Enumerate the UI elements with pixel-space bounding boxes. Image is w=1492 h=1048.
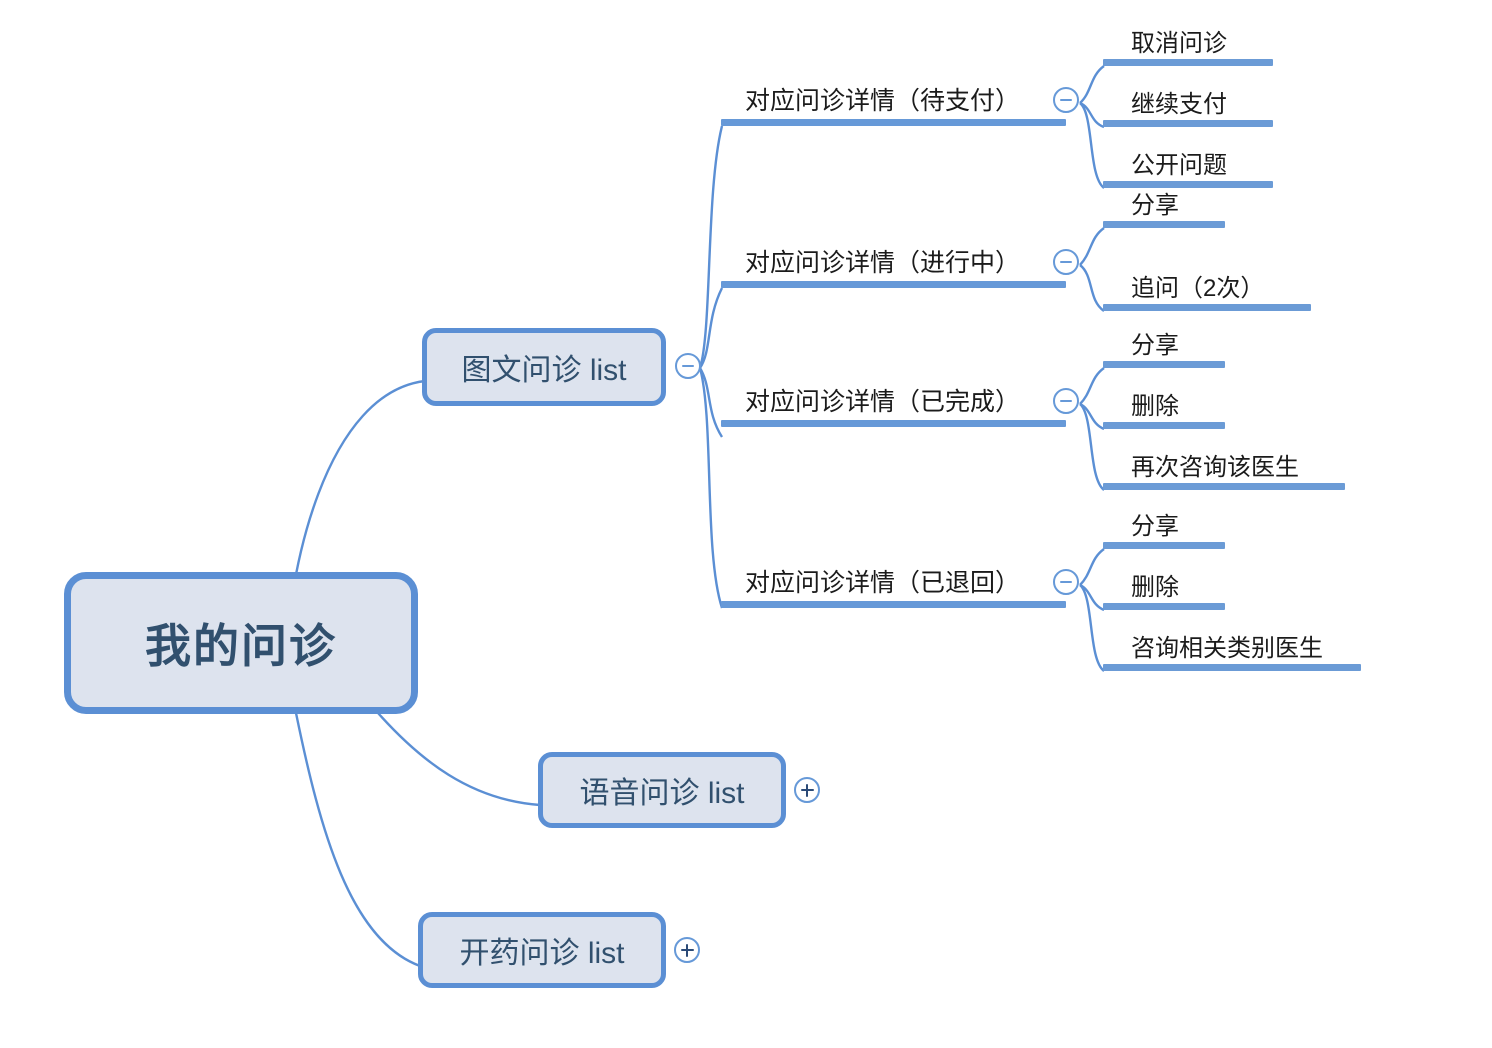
leaf-node-label: 删除	[1131, 393, 1179, 420]
leaf-node-label: 删除	[1131, 574, 1179, 601]
node-underline	[1103, 483, 1345, 490]
leaf-node-label: 取消问诊	[1131, 30, 1227, 57]
edge-yiwancheng-to-shanchu	[1079, 402, 1105, 431]
branch-node-yuyin[interactable]: 语音问诊 list	[538, 752, 786, 828]
circle-minus-icon-daizhifu[interactable]	[1053, 87, 1079, 113]
leaf-node-zixun-xiangguan[interactable]: 咨询相关类别医生	[1103, 625, 1361, 671]
node-underline	[721, 119, 1066, 126]
edge-yituihui-to-zixun	[1079, 584, 1105, 672]
node-underline	[1103, 603, 1225, 610]
edge-root-to-kaiyao	[294, 712, 421, 968]
leaf-node-zaici-zixun[interactable]: 再次咨询该医生	[1103, 444, 1345, 490]
leaf-node-zhuiwen[interactable]: 追问（2次）	[1103, 265, 1311, 311]
circle-plus-icon-yuyin[interactable]	[794, 777, 820, 803]
branch-node-kaiyao-label: 开药问诊 list	[459, 937, 625, 970]
leaf-node-label: 咨询相关类别医生	[1131, 635, 1323, 662]
subbranch-node-daizhifu-label: 对应问诊详情（待支付）	[745, 87, 1021, 115]
branch-node-kaiyao[interactable]: 开药问诊 list	[418, 912, 666, 988]
subbranch-node-jinxingzhong[interactable]: 对应问诊详情（进行中）	[721, 242, 1066, 288]
node-underline	[1103, 59, 1273, 66]
leaf-node-fenxiang-jinxing[interactable]: 分享	[1103, 182, 1225, 228]
leaf-node-gongkai-wenti[interactable]: 公开问题	[1103, 142, 1273, 188]
leaf-node-label: 分享	[1131, 332, 1179, 359]
edge-tuwen-to-yiwancheng	[698, 367, 724, 438]
circle-minus-icon-yituihui[interactable]	[1053, 569, 1079, 595]
node-underline	[1103, 422, 1225, 429]
circle-minus-icon-yiwancheng[interactable]	[1053, 388, 1079, 414]
leaf-node-label: 分享	[1131, 192, 1179, 219]
leaf-node-shanchu-tuihui[interactable]: 删除	[1103, 564, 1225, 610]
leaf-node-label: 分享	[1131, 513, 1179, 540]
minus-glyph	[682, 364, 694, 368]
circle-minus-icon-jinxingzhong[interactable]	[1053, 249, 1079, 275]
edge-daizhifu-to-quxiao	[1079, 65, 1105, 104]
edge-yiwancheng-to-zaici	[1079, 403, 1105, 491]
leaf-node-fenxiang-tuihui[interactable]: 分享	[1103, 503, 1225, 549]
leaf-node-fenxiang-wancheng[interactable]: 分享	[1103, 322, 1225, 368]
leaf-node-jixu-zhifu[interactable]: 继续支付	[1103, 81, 1273, 127]
circle-plus-icon-kaiyao[interactable]	[674, 937, 700, 963]
leaf-node-shanchu-wancheng[interactable]: 删除	[1103, 383, 1225, 429]
edge-daizhifu-to-gongkai	[1079, 102, 1105, 189]
node-underline	[1103, 542, 1225, 549]
subbranch-node-yiwancheng-label: 对应问诊详情（已完成）	[745, 388, 1021, 416]
subbranch-node-daizhifu[interactable]: 对应问诊详情（待支付）	[721, 80, 1066, 126]
plus-glyph	[805, 783, 809, 797]
leaf-node-label: 再次咨询该医生	[1131, 454, 1299, 481]
edge-yituihui-to-shanchu	[1079, 583, 1105, 612]
leaf-node-quxiao-wenzhen[interactable]: 取消问诊	[1103, 20, 1273, 66]
node-underline	[1103, 120, 1273, 127]
root-node-label: 我的问诊	[145, 620, 337, 672]
branch-node-tuwen[interactable]: 图文问诊 list	[422, 328, 666, 406]
node-underline	[1103, 181, 1273, 188]
leaf-node-label: 公开问题	[1131, 152, 1227, 179]
subbranch-node-jinxingzhong-label: 对应问诊详情（进行中）	[745, 249, 1021, 277]
leaf-node-label: 追问（2次）	[1131, 275, 1265, 302]
minus-glyph	[1060, 580, 1072, 584]
node-underline	[1103, 361, 1225, 368]
edge-tuwen-to-jinxing	[698, 287, 724, 369]
subbranch-node-yiwancheng[interactable]: 对应问诊详情（已完成）	[721, 381, 1066, 427]
node-underline	[721, 601, 1066, 608]
edge-jinxing-to-fenxiang	[1079, 227, 1105, 266]
edge-tuwen-to-yituihui	[698, 367, 724, 609]
minus-glyph	[1060, 260, 1072, 264]
edge-daizhifu-to-jixu	[1079, 101, 1105, 129]
node-underline	[721, 420, 1066, 427]
circle-minus-icon-tuwen[interactable]	[675, 353, 701, 379]
edge-root-to-yuyin	[377, 712, 541, 807]
node-underline	[1103, 304, 1311, 311]
minus-glyph	[1060, 399, 1072, 403]
subbranch-node-yituihui[interactable]: 对应问诊详情（已退回）	[721, 562, 1066, 608]
edge-tuwen-to-daizhifu	[698, 125, 724, 369]
branch-node-yuyin-label: 语音问诊 list	[579, 777, 745, 810]
edge-yiwancheng-to-fenxiang	[1079, 367, 1105, 405]
branch-node-tuwen-label: 图文问诊 list	[461, 354, 627, 387]
edge-jinxing-to-zhuiwen	[1079, 264, 1105, 312]
plus-glyph	[685, 943, 689, 957]
subbranch-node-yituihui-label: 对应问诊详情（已退回）	[745, 569, 1021, 597]
edge-yituihui-to-fenxiang	[1079, 548, 1105, 586]
minus-glyph	[1060, 98, 1072, 102]
node-underline	[1103, 221, 1225, 228]
leaf-node-label: 继续支付	[1131, 91, 1227, 118]
root-node[interactable]: 我的问诊	[64, 572, 418, 714]
node-underline	[721, 281, 1066, 288]
node-underline	[1103, 664, 1361, 671]
